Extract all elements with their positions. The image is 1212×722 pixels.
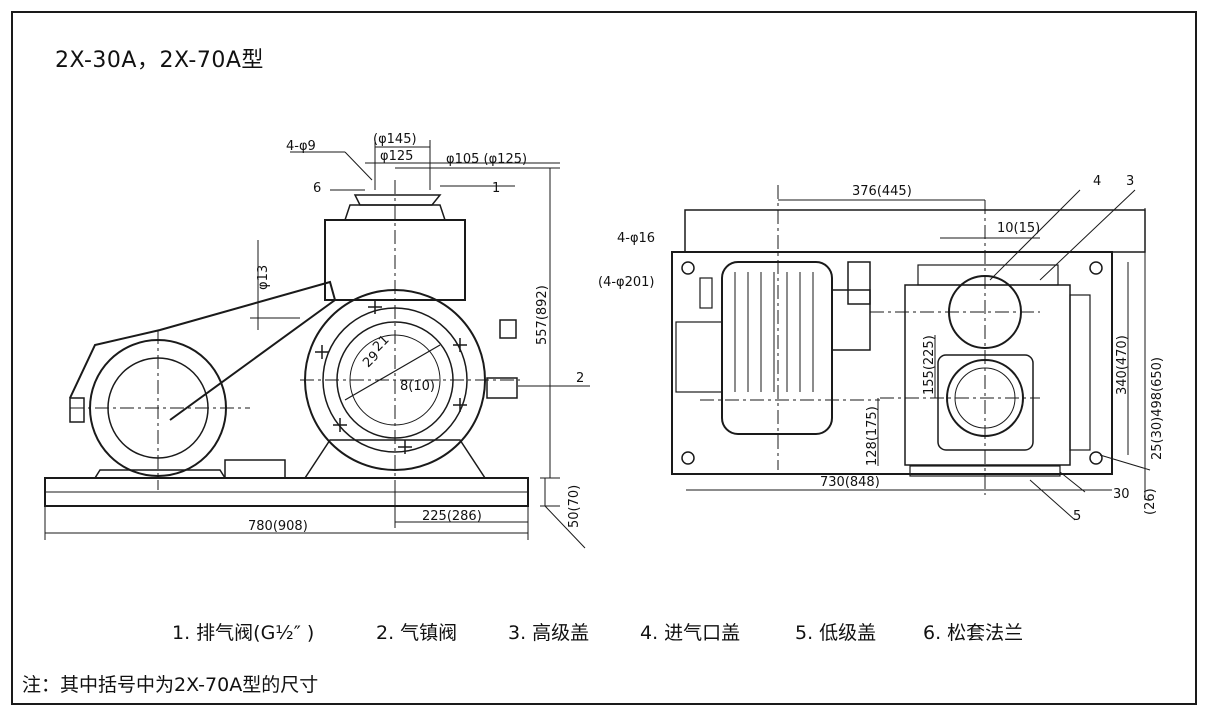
dim-flange-outer: (φ145): [373, 132, 417, 147]
dim-d26: (26): [1143, 488, 1158, 515]
dim-inlet: φ105 (φ125): [446, 152, 527, 167]
dim-flange-bolts: 4-φ9: [286, 139, 316, 154]
top-view-base: [671, 251, 1113, 475]
dim-hole: φ13: [256, 265, 271, 290]
dim-d340: 340(470): [1115, 335, 1130, 395]
dim-bolt-circle: (4-φ201): [598, 275, 655, 290]
dim-flange-inner: φ125: [380, 149, 413, 164]
legend-item-5: 5. 低级盖: [795, 622, 877, 644]
legend-item-1: 1. 排气阀(G½″ ): [172, 622, 315, 644]
callout-5: 5: [1073, 509, 1081, 524]
dim-d128: 128(175): [865, 406, 880, 466]
dim-total-length: 780(908): [248, 519, 308, 534]
dim-d10: 10(15): [997, 221, 1040, 236]
dim-top-total-length: 730(848): [820, 475, 880, 490]
parts-legend: 1. 排气阀(G½″ ) 2. 气镇阀 3. 高级盖 4. 进气口盖 5. 低级…: [0, 618, 1212, 648]
top-view-motor: [721, 261, 833, 435]
dim-d30: 30: [1113, 487, 1130, 502]
dimension-note: 注：其中括号中为2X-70A型的尺寸: [22, 674, 319, 696]
top-view: [671, 185, 1151, 521]
callout-4: 4: [1093, 174, 1101, 189]
callout-1: 1: [492, 181, 500, 196]
dim-height: 557(892): [535, 285, 550, 345]
dim-d155: 155(225): [922, 335, 937, 395]
legend-item-6: 6. 松套法兰: [923, 622, 1024, 644]
dim-width-376: 376(445): [852, 184, 912, 199]
callout-6: 6: [313, 181, 321, 196]
dim-base-height: 50(70): [567, 485, 582, 528]
callout-2: 2: [576, 371, 584, 386]
side-view: [44, 140, 590, 549]
dim-d8: 8(10): [400, 379, 435, 394]
callout-3: 3: [1126, 174, 1134, 189]
drawing-title: 2X-30A，2X-70A型: [55, 48, 264, 73]
legend-item-3: 3. 高级盖: [508, 622, 590, 644]
legend-item-4: 4. 进气口盖: [640, 622, 741, 644]
legend-item-2: 2. 气镇阀: [376, 622, 458, 644]
dim-d498: 25(30)498(650): [1150, 357, 1165, 460]
dim-bolt-holes: 4-φ16: [617, 231, 655, 246]
drawing-frame: [11, 11, 1197, 705]
dim-offset: 225(286): [422, 509, 482, 524]
